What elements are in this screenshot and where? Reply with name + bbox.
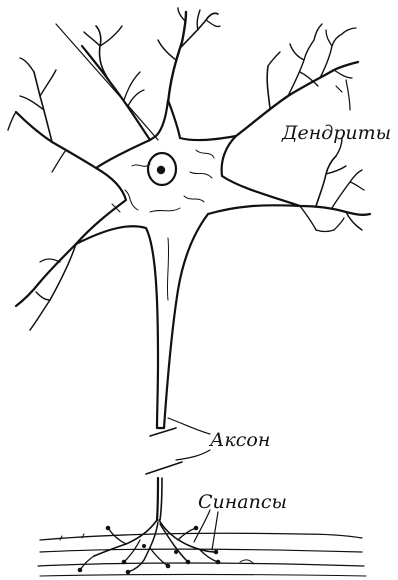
label-axon: Аксон <box>208 429 270 451</box>
label-dendrites: Дендриты <box>281 122 391 144</box>
label-pointers <box>168 86 342 550</box>
dendrites <box>8 8 370 330</box>
soma <box>76 100 300 428</box>
target-tissue <box>38 533 366 576</box>
label-synapses: Синапсы <box>198 491 287 513</box>
axon <box>146 428 182 520</box>
nucleus <box>148 153 176 185</box>
synapses <box>78 520 221 574</box>
nucleolus <box>157 166 165 174</box>
